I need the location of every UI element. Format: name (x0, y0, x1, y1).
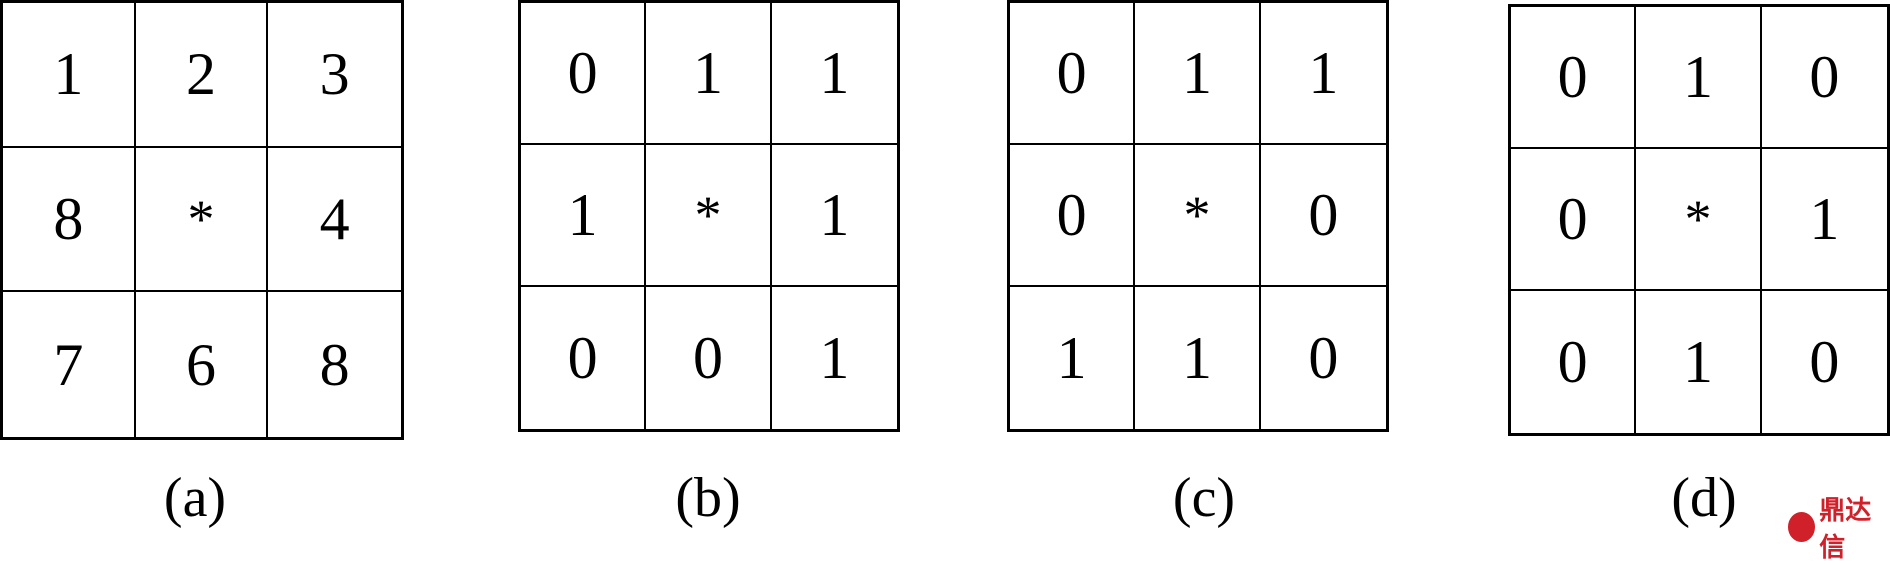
panel-a-cell: 8 (3, 147, 136, 293)
panel-d-cell: 1 (1636, 291, 1762, 433)
panel-b-cell: 1 (646, 3, 772, 145)
panel-d-center-cell: * (1636, 149, 1762, 291)
panel-a-cell: 8 (319, 331, 350, 398)
panel-b-cell: 0 (521, 3, 647, 145)
panel-a-cell: 6 (136, 292, 269, 437)
panel-d-grid: 0 1 0 0 * 1 0 1 0 (1508, 4, 1890, 436)
panel-d-caption: (d) (1671, 467, 1737, 529)
panel-c-cell: 1 (1135, 287, 1261, 429)
watermark-text: 鼎达信 (1819, 496, 1872, 563)
panel-b-center-cell: * (646, 145, 772, 287)
panel-d-cell: 0 (1761, 7, 1887, 149)
panel-c-cell: 1 (1260, 3, 1386, 145)
panel-d-cell: 0 (1511, 291, 1637, 433)
panel-c-cell: 1 (1010, 287, 1136, 429)
panel-c-caption: (c) (1172, 467, 1236, 529)
watermark-logo: 鼎达信 (1788, 490, 1890, 564)
panel-c-cell: 0 (1260, 145, 1386, 287)
panel-d-cell: 1 (1636, 7, 1762, 149)
panel-d-cell: 0 (1511, 149, 1637, 291)
panel-c-grid: 0 1 1 0 * 0 1 1 0 (1007, 0, 1389, 432)
panel-a-cell: 3 (268, 3, 401, 148)
panel-c-cell: 0 (1010, 145, 1136, 287)
logo-icon (1788, 512, 1816, 542)
panel-a-grid: 1 2 3 8 * 4 7 6 8 (0, 0, 404, 440)
panel-b-cell: 0 (521, 287, 647, 429)
panel-c-center-cell: * (1135, 145, 1261, 287)
panel-c-cell: 0 (1308, 325, 1339, 391)
panel-c-cell: 1 (1135, 3, 1261, 145)
panel-a-cell: 7 (3, 292, 136, 437)
panel-b-cell: 1 (521, 145, 647, 287)
panel-d-cell: 0 (1511, 7, 1637, 149)
panel-b-cell: 1 (771, 145, 897, 287)
panel-b-cell: 1 (819, 325, 850, 391)
panel-a-caption: (a) (163, 467, 227, 529)
panel-d-cell: 1 (1761, 149, 1887, 291)
panel-b-caption: (b) (675, 467, 741, 529)
panel-a-cell: 2 (135, 3, 269, 148)
panel-c-cell: 0 (1010, 3, 1136, 145)
panel-a-cell: 4 (268, 148, 401, 293)
panel-b-cell: 1 (771, 3, 897, 145)
panel-b-grid: 0 1 1 1 * 1 0 0 1 (518, 0, 900, 432)
panel-a-center-cell: * (135, 147, 269, 293)
panel-b-cell: 0 (646, 287, 772, 429)
panel-d-cell: 0 (1809, 329, 1840, 395)
panel-a-cell: 1 (3, 3, 136, 148)
